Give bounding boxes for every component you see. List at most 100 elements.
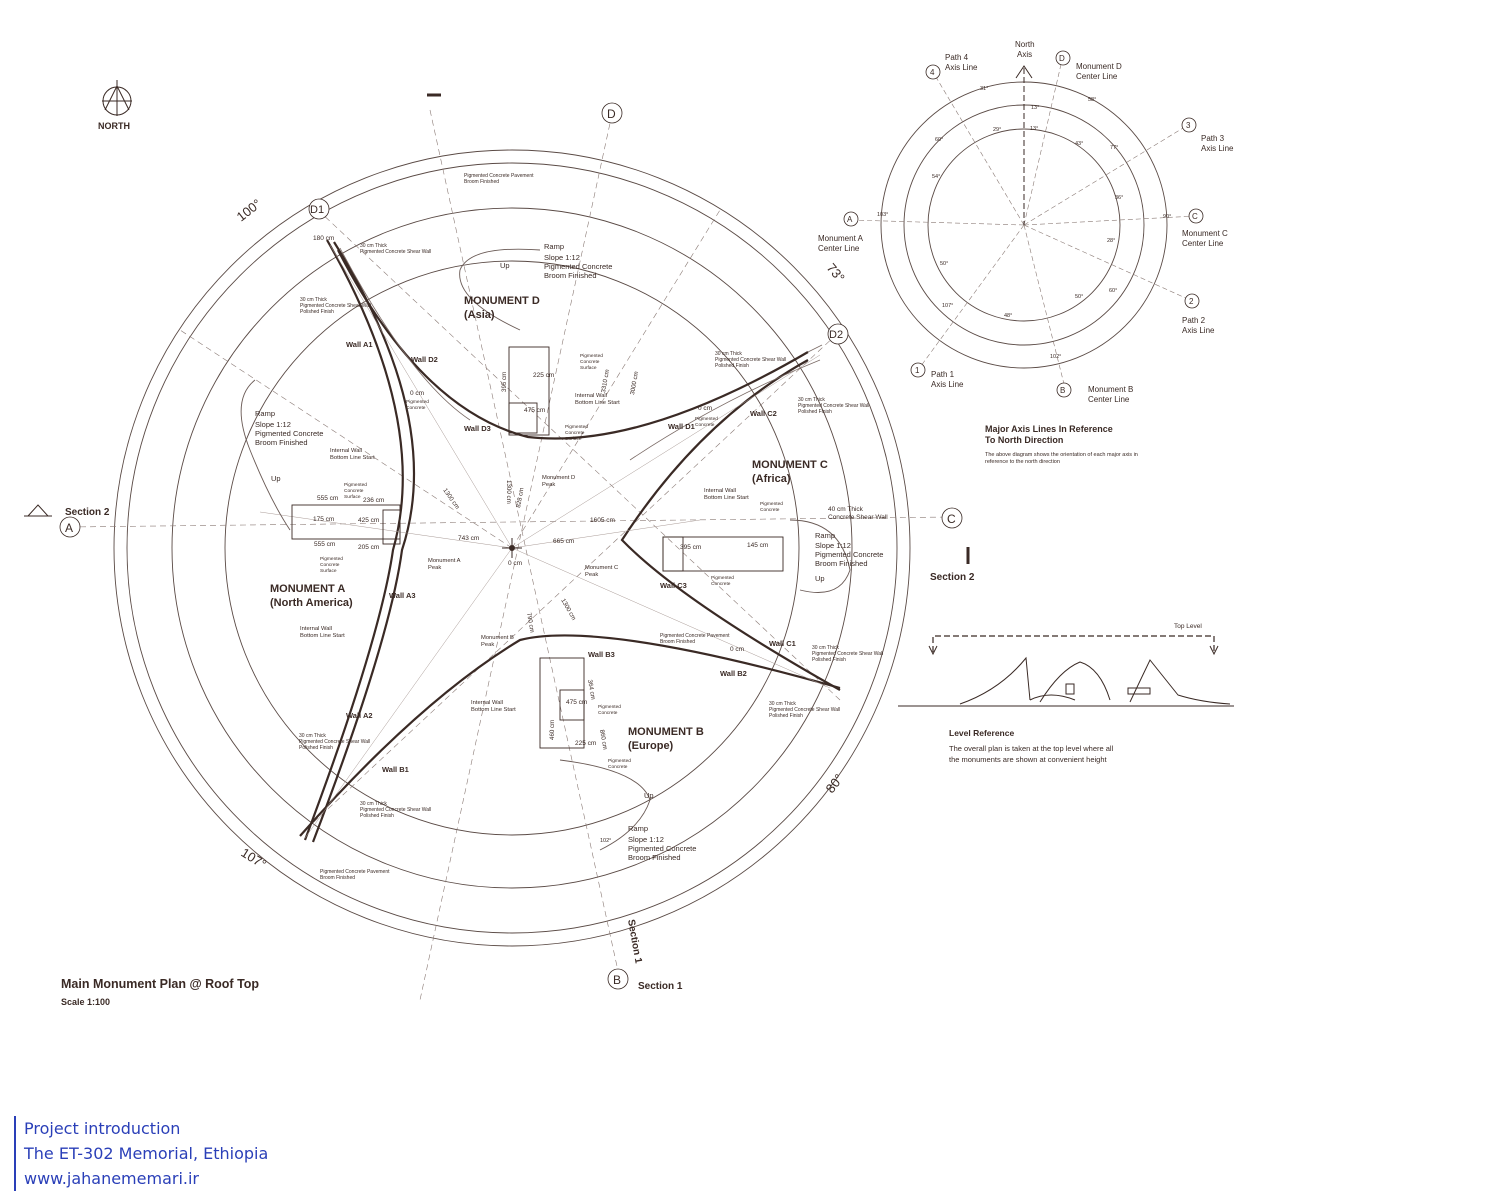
monument-a-sub: (North America)	[270, 597, 353, 609]
ad-b-center-2: Center Line	[1088, 395, 1130, 404]
wall-a3-label: Wall A3	[389, 591, 416, 600]
level-reference-diagram	[898, 635, 1234, 707]
note-surface-4c: Surface	[565, 436, 582, 442]
dim-555a: 555 cm	[317, 495, 338, 502]
note-shear-3a: 30 cm Thick	[715, 351, 742, 357]
dim-236: 236 cm	[363, 497, 384, 504]
dim-3000: 3000 cm	[629, 371, 640, 396]
dim-225d: 225 cm	[533, 372, 554, 379]
ramp-d-line3: Pigmented Concrete	[544, 262, 612, 271]
north-arrow-icon	[102, 80, 132, 116]
dim-1605: 1605 cm	[590, 517, 615, 524]
note-shear-1b: Pigmented Concrete Shear Wall	[300, 303, 371, 309]
dim-395d: 395 cm	[501, 372, 508, 392]
note-internal-wall-5b: Bottom Line Start	[471, 707, 516, 713]
dim-828: 828 cm	[515, 487, 525, 508]
note-surface-9b: Concrete	[406, 405, 426, 411]
dim-790: 790 cm	[525, 612, 535, 633]
note-internal-wall-5a: Internal Wall	[471, 700, 503, 706]
ad-marker-3: 3	[1186, 121, 1191, 130]
wall-c3-label: Wall C3	[660, 581, 687, 590]
section-marks	[427, 93, 970, 564]
ramp-c-line2: Slope 1:12	[815, 541, 851, 550]
credit-link[interactable]: www.jahanememari.ir	[24, 1169, 200, 1188]
ad-caption-body-1: The above diagram shows the orientation …	[985, 452, 1138, 458]
note-shear-4a: 30 cm Thick	[798, 397, 825, 403]
note-shear-7b: Pigmented Concrete Shear Wall	[299, 739, 370, 745]
ad-path3-2: Axis Line	[1201, 144, 1234, 153]
section-1-vertical-label: Section 1	[625, 919, 644, 965]
ad-angle-102: 102°	[1050, 354, 1061, 360]
note-shear-1a: 30 cm Thick	[300, 297, 327, 303]
ramp-c-line4: Broom Finished	[815, 559, 868, 568]
dim-1300b: 1300 cm	[505, 480, 512, 504]
ad-c-center-2: Center Line	[1182, 239, 1224, 248]
note-pavement-top-2: Broom Finished	[464, 179, 499, 185]
level-title: Level Reference	[949, 728, 1014, 738]
note-shear-3b: Pigmented Concrete Shear Wall	[715, 357, 786, 363]
angle-100: 100°	[234, 196, 264, 224]
ramp-c-line3: Pigmented Concrete	[815, 550, 883, 559]
wall-c2-label: Wall C2	[750, 409, 777, 418]
ad-angle-58: 58°	[1088, 97, 1096, 103]
dim-860: 860 cm	[598, 729, 608, 750]
ad-caption-title-1: Major Axis Lines In Reference	[985, 424, 1113, 434]
note-shear-2a: 30 cm Thick	[360, 243, 387, 249]
angle-73: 73°	[824, 260, 848, 285]
ramp-d-line4: Broom Finished	[544, 271, 597, 280]
ad-angle-13b: 13°	[1030, 126, 1038, 132]
dim-0c: 0 cm	[508, 560, 522, 567]
note-shear-7c: Polished Finish	[299, 745, 333, 751]
ramp-d-line2: Slope 1:12	[544, 253, 580, 262]
dim-0d: 0 cm	[730, 646, 744, 653]
section-2-right-label: Section 2	[930, 572, 975, 583]
ad-a-center-2: Center Line	[818, 244, 860, 253]
note-peak-c-2: Peak	[585, 572, 598, 578]
ramp-paths	[240, 248, 851, 851]
ramp-a-line4: Broom Finished	[255, 438, 308, 447]
wall-a2-label: Wall A2	[346, 711, 373, 720]
dim-665: 665 cm	[553, 538, 574, 545]
marker-d1: D1	[310, 204, 324, 216]
note-surface-5a: Pigmented	[598, 704, 621, 710]
ad-angle-102b: 102°	[600, 838, 611, 844]
note-peak-a-1: Monument A	[428, 558, 461, 564]
plan-rings	[113, 149, 911, 947]
note-internal-wall-1a: Internal Wall	[330, 448, 362, 454]
north-label: NORTH	[98, 121, 130, 131]
note-internal-wall-1b: Bottom Line Start	[330, 455, 375, 461]
note-surface-9a: Pigmented	[406, 399, 429, 405]
plan-scale: Scale 1:100	[61, 997, 110, 1007]
dim-460: 460 cm	[549, 720, 556, 740]
monument-c-sub: (Africa)	[752, 473, 791, 485]
note-shear-4b: Pigmented Concrete Shear Wall	[798, 403, 869, 409]
note-surface-1a: Pigmented	[344, 482, 367, 488]
ad-path4-2: Axis Line	[945, 63, 978, 72]
note-surface-6a: Pigmented	[608, 758, 631, 764]
wall-b3-label: Wall B3	[588, 650, 615, 659]
note-surface-10a: Pigmented	[695, 416, 718, 422]
dim-475d: 475 cm	[524, 407, 545, 414]
wall-d1-label: Wall D1	[668, 422, 695, 431]
north-axis-arrow-icon	[1015, 65, 1033, 225]
ramp-b-line4: Broom Finished	[628, 853, 681, 862]
monument-b-title: MONUMENT B	[628, 726, 704, 738]
monument-b-sub: (Europe)	[628, 740, 674, 752]
ad-angle-77: 77°	[1110, 145, 1118, 151]
dim-180: 180 cm	[313, 235, 334, 242]
ad-path2-2: Axis Line	[1182, 326, 1215, 335]
ad-path1-1: Path 1	[931, 370, 955, 379]
ramp-b-line1: Ramp	[628, 824, 648, 833]
note-pavement-bot-2: Broom Finished	[320, 875, 355, 881]
ad-angle-103: 103°	[877, 212, 888, 218]
monument-boxes	[291, 346, 784, 749]
note-internal-wall-3b: Bottom Line Start	[704, 495, 749, 501]
wall-b2-label: Wall B2	[720, 669, 747, 678]
ramp-up-b: Up	[644, 791, 654, 800]
monument-d-title: MONUMENT D	[464, 295, 540, 307]
ramp-a-line2: Slope 1:12	[255, 420, 291, 429]
ad-path3-1: Path 3	[1201, 134, 1225, 143]
note-internal-wall-2a: Internal Wall	[575, 393, 607, 399]
ad-marker-4: 4	[930, 68, 935, 77]
peak-point	[502, 538, 522, 558]
